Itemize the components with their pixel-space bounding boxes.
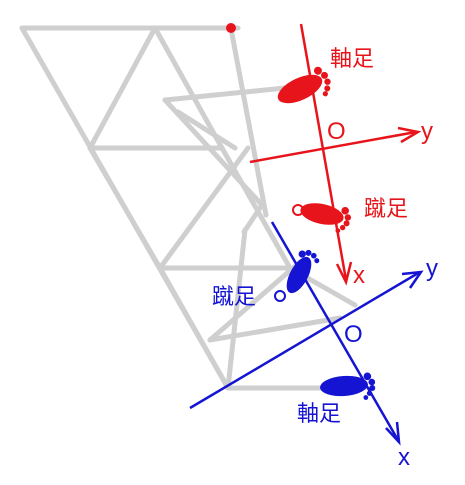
red-axial-foot-icon bbox=[277, 66, 331, 104]
red-x-axis bbox=[299, 23, 348, 281]
blue-kick-marker-icon bbox=[274, 290, 286, 302]
blue-frame: 蹴足 軸足 O x y bbox=[189, 221, 438, 471]
red-kick-foot-icon bbox=[300, 203, 352, 234]
blue-x-axis bbox=[270, 221, 400, 441]
blue-y-arrowhead-icon bbox=[401, 270, 424, 289]
blue-x-axis-label: x bbox=[398, 444, 410, 471]
blue-axial-foot-icon bbox=[320, 372, 376, 400]
blue-kick-foot-icon bbox=[286, 249, 320, 294]
blue-origin-label: O bbox=[344, 321, 363, 348]
red-y-axis-label: y bbox=[421, 118, 433, 145]
gray-truss-frame bbox=[19, 25, 358, 391]
red-origin-label: O bbox=[327, 118, 346, 145]
blue-y-axis-label: y bbox=[426, 255, 438, 282]
blue-y-axis bbox=[189, 270, 421, 410]
red-kick-foot-label: 蹴足 bbox=[364, 197, 408, 222]
red-frame: 軸足 蹴足 O x y bbox=[249, 23, 433, 289]
red-y-axis bbox=[249, 130, 417, 164]
top-point-dot-icon bbox=[226, 23, 236, 33]
blue-axial-foot-label: 軸足 bbox=[297, 402, 341, 427]
blue-kick-foot-label: 蹴足 bbox=[212, 285, 256, 310]
red-x-arrowhead-icon bbox=[335, 261, 353, 286]
red-axial-foot-label: 軸足 bbox=[330, 47, 374, 72]
red-kick-marker-icon bbox=[292, 204, 304, 216]
red-y-arrowhead-icon bbox=[397, 126, 422, 144]
blue-x-arrowhead-icon bbox=[385, 421, 401, 446]
red-x-axis-label: x bbox=[353, 262, 365, 289]
